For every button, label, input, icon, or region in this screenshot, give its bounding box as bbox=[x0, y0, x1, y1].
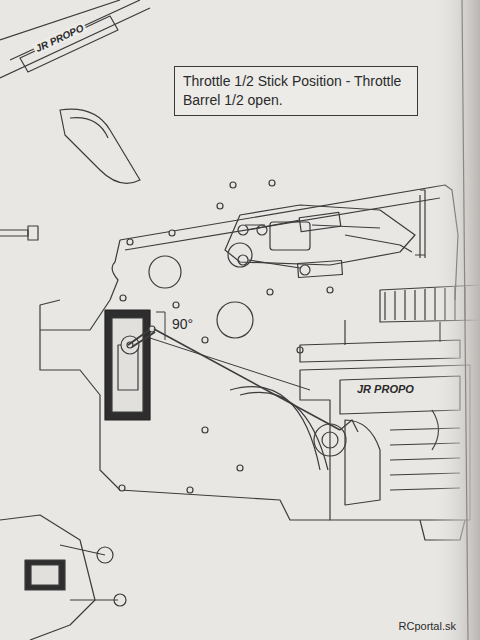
watermark: RCportal.sk bbox=[397, 620, 458, 632]
angle-label: 90° bbox=[170, 317, 195, 332]
caption-box: Throttle 1/2 Stick Position - Throttle B… bbox=[174, 66, 418, 116]
instruction-text: Throttle 1/2 Stick Position - Throttle B… bbox=[183, 72, 409, 110]
brand-logo: JR PROPO bbox=[355, 383, 416, 395]
